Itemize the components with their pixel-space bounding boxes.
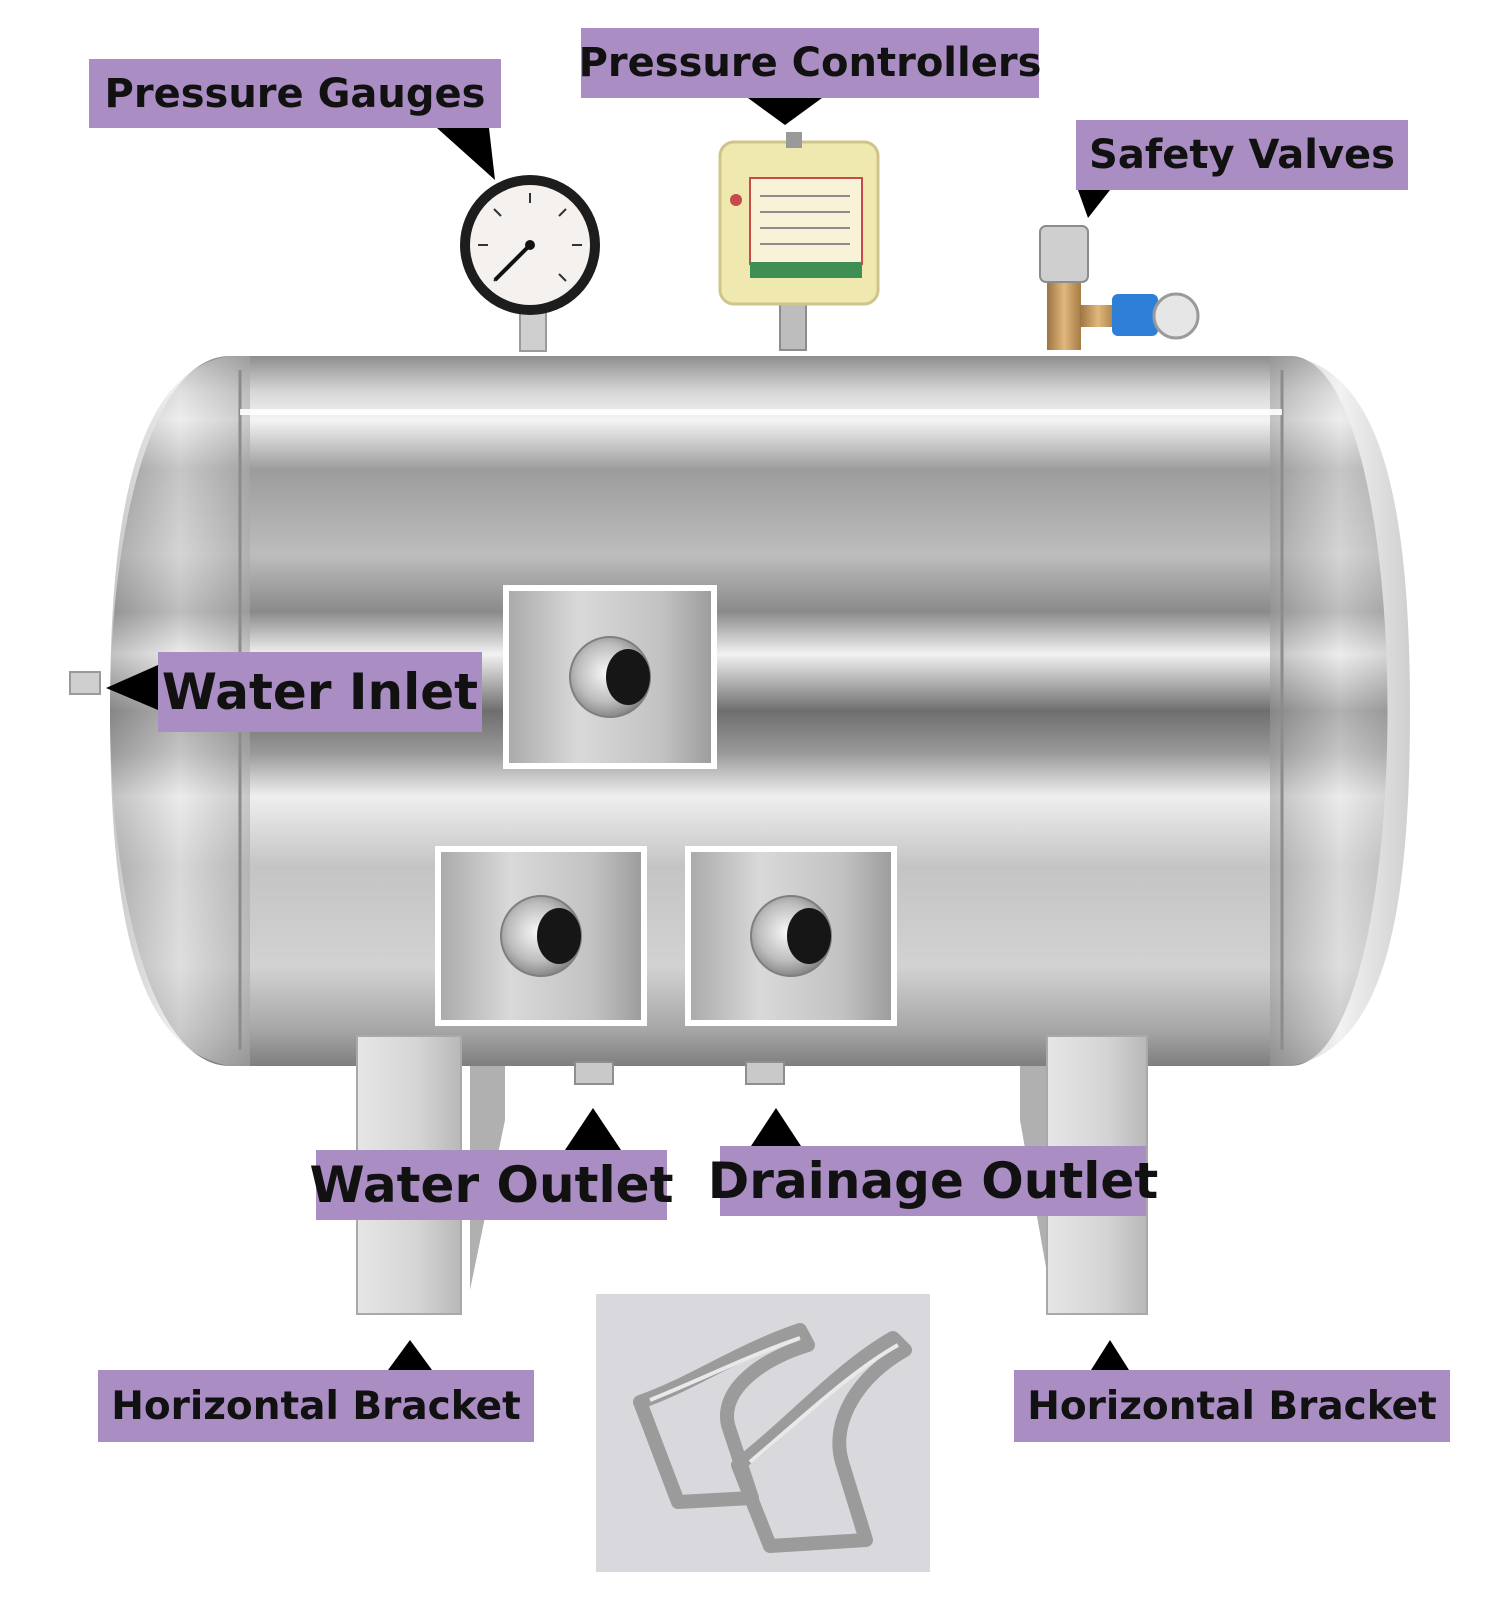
label-water-inlet: Water Inlet — [158, 652, 482, 732]
label-safety-valves: Safety Valves — [1076, 120, 1408, 190]
water-inlet-pipe — [69, 671, 101, 695]
label-pointers — [106, 98, 1129, 1370]
pointer-safety-valves — [1078, 190, 1110, 218]
pointer-horizontal-bracket-left — [388, 1340, 432, 1370]
label-pressure-controllers: Pressure Controllers — [579, 28, 1041, 98]
pointer-horizontal-bracket-right — [1091, 1340, 1129, 1370]
label-water-outlet: Water Outlet — [310, 1150, 673, 1220]
safety-valve-icon — [1039, 225, 1200, 350]
inset-drainage-outlet — [685, 846, 897, 1026]
pointer-drainage-outlet — [751, 1108, 801, 1146]
label-horizontal-bracket-right: Horizontal Bracket — [1014, 1370, 1450, 1442]
inset-water-inlet — [503, 585, 717, 769]
pointer-pressure-controllers — [748, 98, 822, 125]
pointer-pressure-gauges — [437, 128, 495, 180]
pressure-gauge-icon — [460, 175, 600, 352]
label-horizontal-bracket-left: Horizontal Bracket — [98, 1370, 534, 1442]
saddle-bracket-icon — [596, 1294, 930, 1572]
label-drainage-outlet: Drainage Outlet — [708, 1146, 1158, 1216]
pointer-water-inlet — [106, 665, 158, 710]
inset-water-outlet — [435, 846, 647, 1026]
pressure-controller-icon — [718, 132, 880, 351]
bottom-ports — [574, 1061, 785, 1085]
label-pressure-gauges: Pressure Gauges — [89, 59, 501, 128]
pointer-water-outlet — [565, 1108, 621, 1150]
